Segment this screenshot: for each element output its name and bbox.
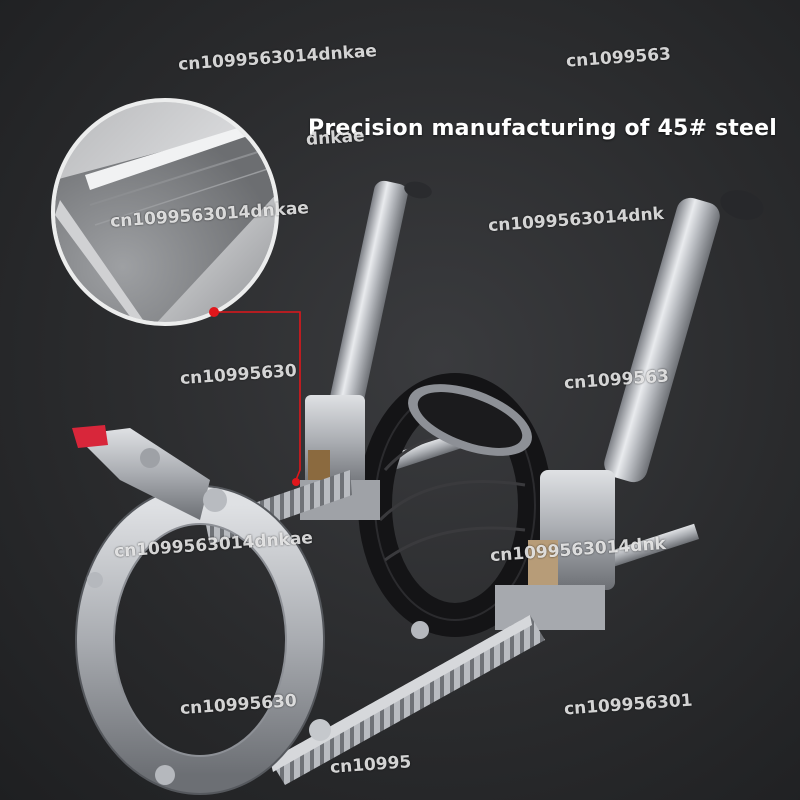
headline: Precision manufacturing of 45# steel: [308, 116, 777, 141]
steel-closeup-inset: [51, 98, 279, 326]
toggle-latch: [72, 425, 227, 520]
watermark: dnkae: [305, 125, 366, 151]
right-handle: [604, 190, 764, 483]
right-ratchet: [495, 470, 615, 630]
bolts: [87, 572, 429, 785]
left-handle: [330, 180, 432, 410]
rubber-clamp-ring: [358, 373, 552, 637]
callout-line: [209, 307, 301, 486]
